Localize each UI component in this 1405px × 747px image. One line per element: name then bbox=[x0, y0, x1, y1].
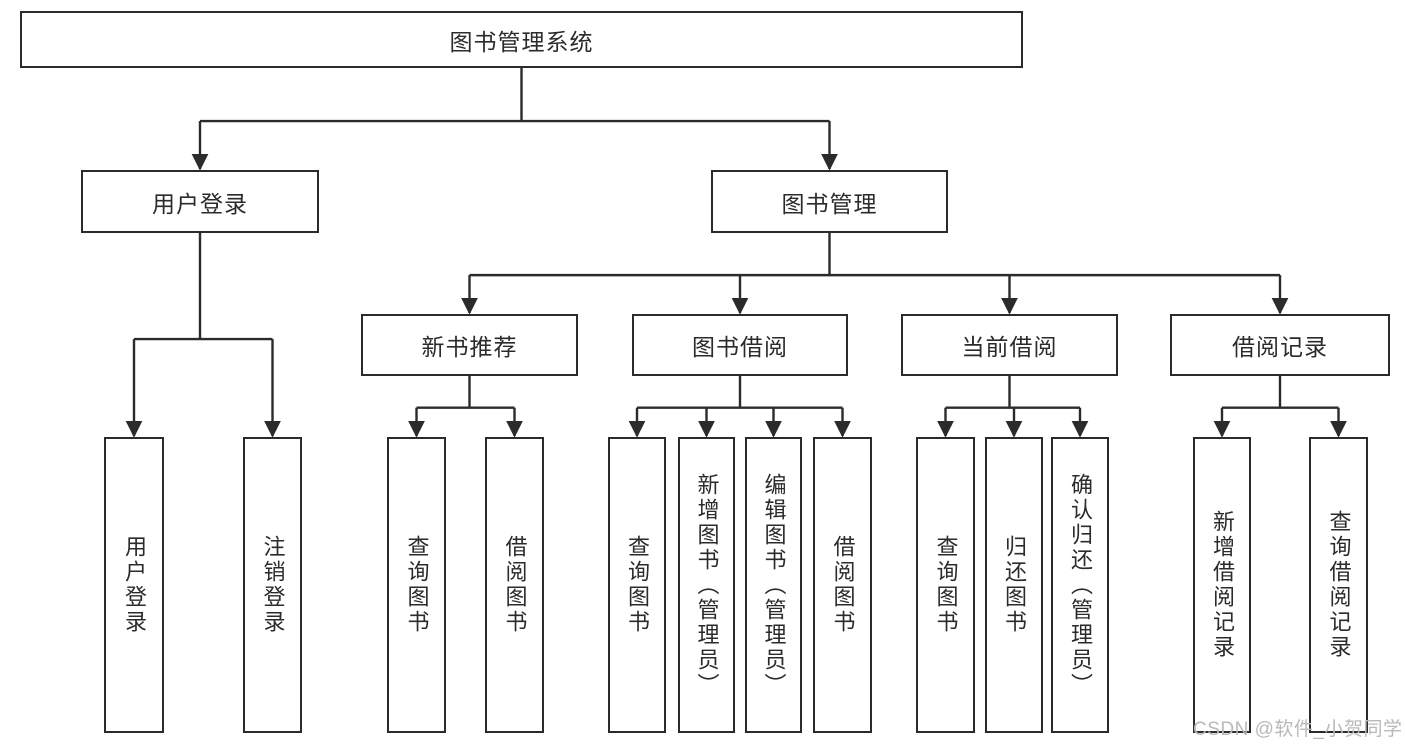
node-leaf-query-book-3[interactable]: 查询图书 bbox=[916, 437, 975, 733]
node-label: 借阅图书 bbox=[830, 535, 856, 635]
node-leaf-borrow-book-1[interactable]: 借阅图书 bbox=[485, 437, 544, 733]
node-label: 查询图书 bbox=[404, 535, 430, 635]
node-leaf-add-book[interactable]: 新增图书（管理员） bbox=[678, 437, 735, 733]
node-leaf-borrow-book-2[interactable]: 借阅图书 bbox=[813, 437, 872, 733]
node-leaf-query-record[interactable]: 查询借阅记录 bbox=[1309, 437, 1368, 733]
node-label: 用户登录 bbox=[121, 535, 147, 635]
node-current-borrow[interactable]: 当前借阅 bbox=[901, 314, 1118, 376]
node-leaf-add-record[interactable]: 新增借阅记录 bbox=[1193, 437, 1251, 733]
csdn-watermark: CSDN @软件_小贺同学 bbox=[1193, 719, 1403, 740]
node-label: 查询图书 bbox=[624, 535, 650, 635]
node-label: 新书推荐 bbox=[421, 334, 518, 360]
node-leaf-return-book[interactable]: 归还图书 bbox=[985, 437, 1043, 733]
node-leaf-confirm-return[interactable]: 确认归还（管理员） bbox=[1051, 437, 1109, 733]
node-label: 借阅记录 bbox=[1232, 334, 1328, 360]
node-label: 编辑图书（管理员） bbox=[761, 472, 787, 698]
node-label: 查询图书 bbox=[933, 535, 959, 635]
node-new-book-rec[interactable]: 新书推荐 bbox=[361, 314, 578, 376]
node-leaf-logout[interactable]: 注销登录 bbox=[243, 437, 302, 733]
node-label: 用户登录 bbox=[152, 190, 248, 217]
node-borrow-record[interactable]: 借阅记录 bbox=[1170, 314, 1390, 376]
node-label: 归还图书 bbox=[1001, 535, 1027, 635]
node-label: 查询借阅记录 bbox=[1326, 510, 1352, 660]
node-leaf-query-book-2[interactable]: 查询图书 bbox=[608, 437, 666, 733]
node-leaf-query-book-1[interactable]: 查询图书 bbox=[387, 437, 446, 733]
node-label: 当前借阅 bbox=[961, 334, 1058, 360]
node-book-borrow[interactable]: 图书借阅 bbox=[632, 314, 848, 376]
node-user-login[interactable]: 用户登录 bbox=[81, 170, 319, 233]
node-label: 图书管理 bbox=[781, 190, 878, 217]
node-leaf-user-login[interactable]: 用户登录 bbox=[104, 437, 164, 733]
node-root[interactable]: 图书管理系统 bbox=[20, 11, 1023, 68]
node-label: 借阅图书 bbox=[502, 535, 528, 635]
edge-group bbox=[125, 68, 1347, 438]
node-leaf-edit-book[interactable]: 编辑图书（管理员） bbox=[745, 437, 802, 733]
node-book-manage[interactable]: 图书管理 bbox=[711, 170, 948, 233]
node-label: 新增借阅记录 bbox=[1209, 510, 1235, 660]
node-label: 新增图书（管理员） bbox=[694, 472, 720, 698]
node-label: 图书借阅 bbox=[692, 334, 788, 360]
node-label: 图书管理系统 bbox=[449, 28, 594, 55]
node-label: 确认归还（管理员） bbox=[1067, 472, 1093, 698]
node-label: 注销登录 bbox=[260, 535, 286, 635]
